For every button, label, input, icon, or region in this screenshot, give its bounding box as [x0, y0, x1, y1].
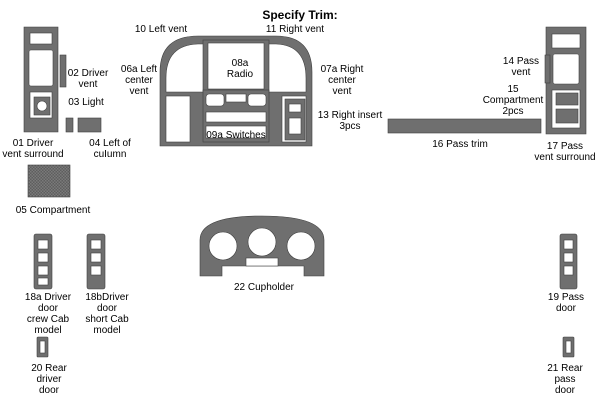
part-02-driver-vent[interactable]: [59, 54, 67, 88]
part-08a-radio[interactable]: [207, 42, 265, 90]
part-18b-driver-door-short-cab[interactable]: [86, 233, 106, 290]
label-08a: 08a Radio: [226, 58, 254, 80]
label-03: 03 Light: [68, 97, 104, 108]
label-16: 16 Pass trim: [432, 139, 488, 150]
part-16-pass-trim[interactable]: [387, 118, 542, 134]
label-17: 17 Pass vent surround: [534, 141, 596, 163]
part-03-light[interactable]: [33, 96, 74, 133]
part-22-cupholder[interactable]: [199, 215, 325, 277]
label-20: 20 Rear driver door: [31, 363, 67, 396]
part-20-rear-driver-door[interactable]: [36, 336, 49, 358]
label-07a: 07a Right center vent: [320, 64, 364, 97]
label-11: 11 Right vent: [265, 24, 325, 35]
page-title: Specify Trim:: [262, 8, 338, 22]
label-05: 05 Compartment: [15, 205, 91, 216]
label-04: 04 Left of cuIumn: [89, 138, 131, 160]
label-02: 02 Driver vent: [67, 68, 109, 90]
label-18a: 18a Driver door crew Cab model: [24, 292, 72, 336]
part-19-pass-door[interactable]: [559, 233, 578, 290]
label-13: 13 Right insert 3pcs: [317, 110, 383, 132]
label-15: 15 Compartment 2pcs: [482, 84, 544, 117]
part-09a-switches[interactable]: [202, 89, 270, 143]
part-05-compartment[interactable]: [27, 164, 71, 198]
part-21-rear-pass-door[interactable]: [562, 336, 575, 358]
part-15-compartment[interactable]: [555, 92, 579, 124]
label-22: 22 Cupholder: [233, 282, 295, 293]
label-10: 10 Left vent: [134, 24, 188, 35]
part-18a-driver-door-crew-cab[interactable]: [33, 233, 53, 290]
label-06a: 06a Left center vent: [120, 64, 158, 97]
label-21: 21 Rear pass door: [547, 363, 583, 396]
label-14: 14 Pass vent: [502, 56, 540, 78]
label-09a: 09a Switches: [206, 130, 266, 141]
label-19: 19 Pass door: [547, 292, 585, 314]
part-01-driver-vent-surround[interactable]: [23, 26, 59, 133]
part-13-right-insert[interactable]: [284, 98, 306, 141]
part-14-pass-vent[interactable]: [544, 54, 551, 84]
part-04-left-of-column[interactable]: [77, 117, 102, 133]
label-01: 01 Driver vent surround: [2, 138, 64, 160]
label-18b: 18bDriver door short Cab model: [85, 292, 129, 336]
